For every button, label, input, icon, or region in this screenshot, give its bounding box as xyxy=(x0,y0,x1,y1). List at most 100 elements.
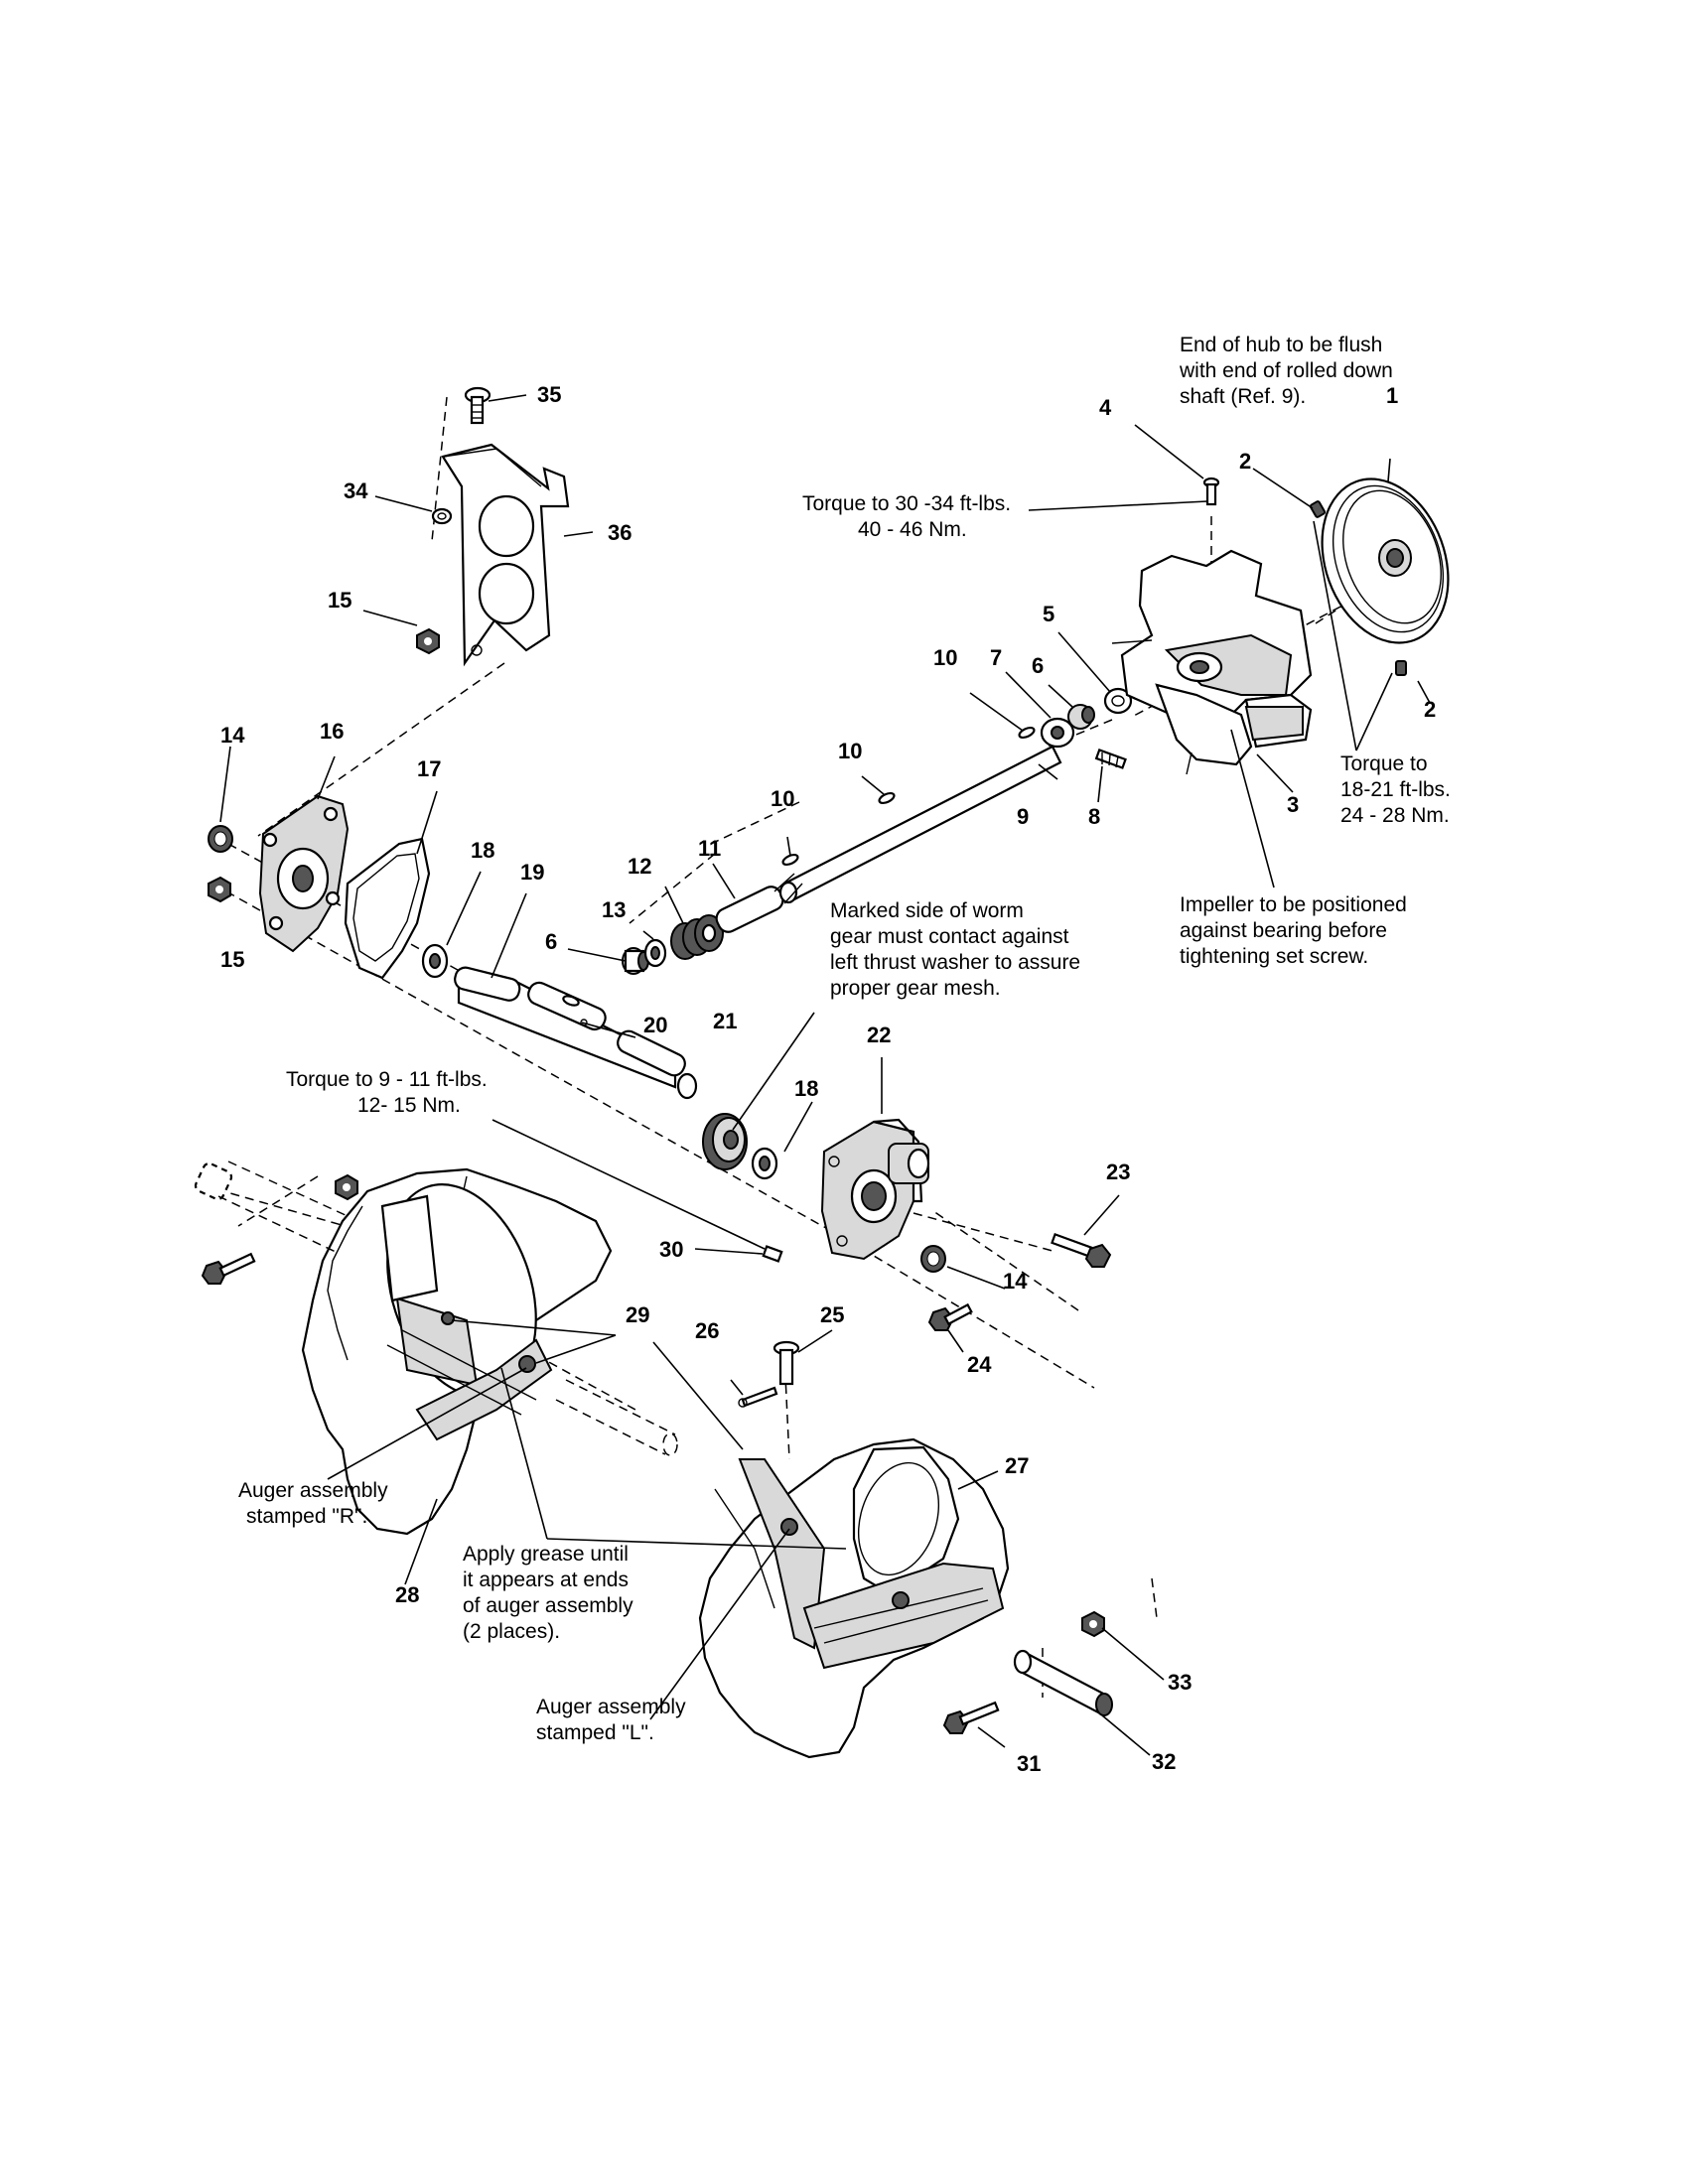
callout-9: 9 xyxy=(1017,804,1029,829)
gear-housing-16 xyxy=(258,794,350,953)
callout-31: 31 xyxy=(1017,1751,1041,1776)
left-gear-housing-group xyxy=(208,794,431,980)
callout-10-b: 10 xyxy=(838,739,862,763)
thrust-washer-18-right xyxy=(751,1147,778,1180)
worm-shaft-group xyxy=(622,726,1062,975)
svg-text:of auger assembly: of auger assembly xyxy=(463,1594,633,1617)
key-10-b xyxy=(878,791,896,805)
callout-10-c: 10 xyxy=(771,786,794,811)
bearing-6-right xyxy=(1067,704,1095,730)
hex-bolt-24 xyxy=(927,1302,973,1331)
svg-text:with end of rolled down: with end of rolled down xyxy=(1179,359,1393,382)
callout-36: 36 xyxy=(608,520,632,545)
hex-bolt-31 xyxy=(942,1701,1000,1734)
callout-7: 7 xyxy=(990,645,1002,670)
note-auger-r: Auger assembly stamped "R". xyxy=(238,1479,388,1528)
svg-text:12- 15 Nm.: 12- 15 Nm. xyxy=(357,1094,461,1117)
callout-14-left: 14 xyxy=(220,723,245,748)
auger-shaft-19 xyxy=(454,966,698,1100)
gasket-17 xyxy=(344,837,431,980)
support-plate-36 xyxy=(441,443,570,667)
washer-5 xyxy=(1103,687,1133,715)
svg-text:Auger assembly: Auger assembly xyxy=(238,1479,388,1502)
svg-text:Impeller to be positioned: Impeller to be positioned xyxy=(1180,893,1407,916)
spacer-tube-32 xyxy=(1013,1649,1113,1716)
worm-gear-12 xyxy=(670,914,724,960)
hex-nut-r-auger xyxy=(335,1173,358,1201)
callout-30: 30 xyxy=(659,1237,683,1262)
lock-washer-34 xyxy=(431,507,453,525)
callout-35: 35 xyxy=(537,382,561,407)
note-worm-gear: Marked side of worm gear must contact ag… xyxy=(830,899,1080,1000)
spacer-7 xyxy=(1040,717,1075,749)
svg-text:40 - 46 Nm.: 40 - 46 Nm. xyxy=(858,518,967,541)
svg-text:18-21 ft-lbs.: 18-21 ft-lbs. xyxy=(1340,778,1451,801)
callout-3: 3 xyxy=(1287,792,1299,817)
svg-text:Torque to 9 - 11 ft-lbs.: Torque to 9 - 11 ft-lbs. xyxy=(286,1068,488,1091)
note-impeller-position: Impeller to be positioned against bearin… xyxy=(1180,893,1407,968)
bolt-4 xyxy=(1202,477,1220,506)
auger-axle-group xyxy=(421,943,698,1100)
callout-25: 25 xyxy=(820,1302,844,1327)
callout-18-right: 18 xyxy=(794,1076,818,1101)
callout-19: 19 xyxy=(520,860,544,885)
note-torque-screw-2: Torque to 18-21 ft-lbs. 24 - 28 Nm. xyxy=(1340,752,1451,827)
callout-29: 29 xyxy=(626,1302,649,1327)
note-hub-flush: End of hub to be flush with end of rolle… xyxy=(1179,334,1393,408)
svg-text:Apply grease until: Apply grease until xyxy=(463,1543,629,1566)
callout-11: 11 xyxy=(698,836,721,861)
key-20 xyxy=(562,995,580,1007)
callout-1: 1 xyxy=(1386,383,1398,408)
carriage-bolt-35 xyxy=(464,386,491,425)
callout-17: 17 xyxy=(417,756,441,781)
hex-bolt-r-auger xyxy=(201,1252,256,1285)
svg-text:Torque to 30 -34 ft-lbs.: Torque to 30 -34 ft-lbs. xyxy=(802,492,1011,515)
svg-text:End of hub to be flush: End of hub to be flush xyxy=(1180,334,1382,356)
callout-4: 4 xyxy=(1099,395,1112,420)
auger-assembly-l-27 xyxy=(698,1437,1010,1759)
callout-13: 13 xyxy=(602,897,626,922)
callout-10-a: 10 xyxy=(933,645,957,670)
svg-text:stamped "L".: stamped "L". xyxy=(536,1721,654,1744)
callout-26: 26 xyxy=(695,1318,719,1343)
key-10-a xyxy=(1018,726,1036,740)
callout-24: 24 xyxy=(967,1352,992,1377)
note-auger-l: Auger assembly stamped "L". xyxy=(536,1696,686,1744)
note-torque-screw-30: Torque to 9 - 11 ft-lbs. 12- 15 Nm. xyxy=(286,1068,488,1117)
thrust-washer-13 xyxy=(643,938,667,968)
callout-32: 32 xyxy=(1152,1749,1176,1774)
callout-22: 22 xyxy=(867,1023,891,1047)
callout-21: 21 xyxy=(713,1009,737,1033)
set-screw-2-bottom xyxy=(1395,660,1407,676)
callout-12: 12 xyxy=(628,854,651,879)
callout-34: 34 xyxy=(344,478,368,503)
callout-16: 16 xyxy=(320,719,344,744)
svg-text:left thrust washer to assure: left thrust washer to assure xyxy=(830,951,1080,974)
thrust-washer-18-left xyxy=(421,943,449,979)
callout-numbers: 1 2 2 3 4 5 6 6 7 8 9 10 10 10 10 11 12 … xyxy=(220,382,1436,1776)
svg-text:Marked side of worm: Marked side of worm xyxy=(830,899,1024,922)
set-screw-8 xyxy=(1094,749,1127,769)
callout-6-left: 6 xyxy=(545,929,557,954)
set-screw-30 xyxy=(762,1245,783,1263)
bearing-14-right xyxy=(920,1245,946,1273)
hex-bolt-23 xyxy=(1051,1232,1112,1268)
worm-wheel-21 xyxy=(702,1113,748,1170)
svg-text:against bearing before: against bearing before xyxy=(1180,919,1387,942)
impeller-bearing-group xyxy=(1040,687,1133,769)
impeller-shaft-9 xyxy=(773,745,1062,904)
svg-text:stamped "R".: stamped "R". xyxy=(246,1505,367,1528)
set-screw-2-top xyxy=(1309,500,1327,518)
callout-20: 20 xyxy=(643,1013,667,1037)
svg-text:it appears at ends: it appears at ends xyxy=(463,1569,629,1591)
svg-text:gear must contact against: gear must contact against xyxy=(830,925,1069,948)
cotter-pin-26 xyxy=(738,1386,778,1408)
svg-text:tightening set screw.: tightening set screw. xyxy=(1180,945,1368,968)
callout-33: 33 xyxy=(1168,1670,1192,1695)
svg-text:Auger assembly: Auger assembly xyxy=(536,1696,686,1718)
key-10-c xyxy=(781,853,799,867)
callout-2-top: 2 xyxy=(1239,449,1251,474)
mounting-bracket-assembly xyxy=(416,386,570,667)
callout-23: 23 xyxy=(1106,1160,1130,1184)
callout-18-left: 18 xyxy=(471,838,494,863)
